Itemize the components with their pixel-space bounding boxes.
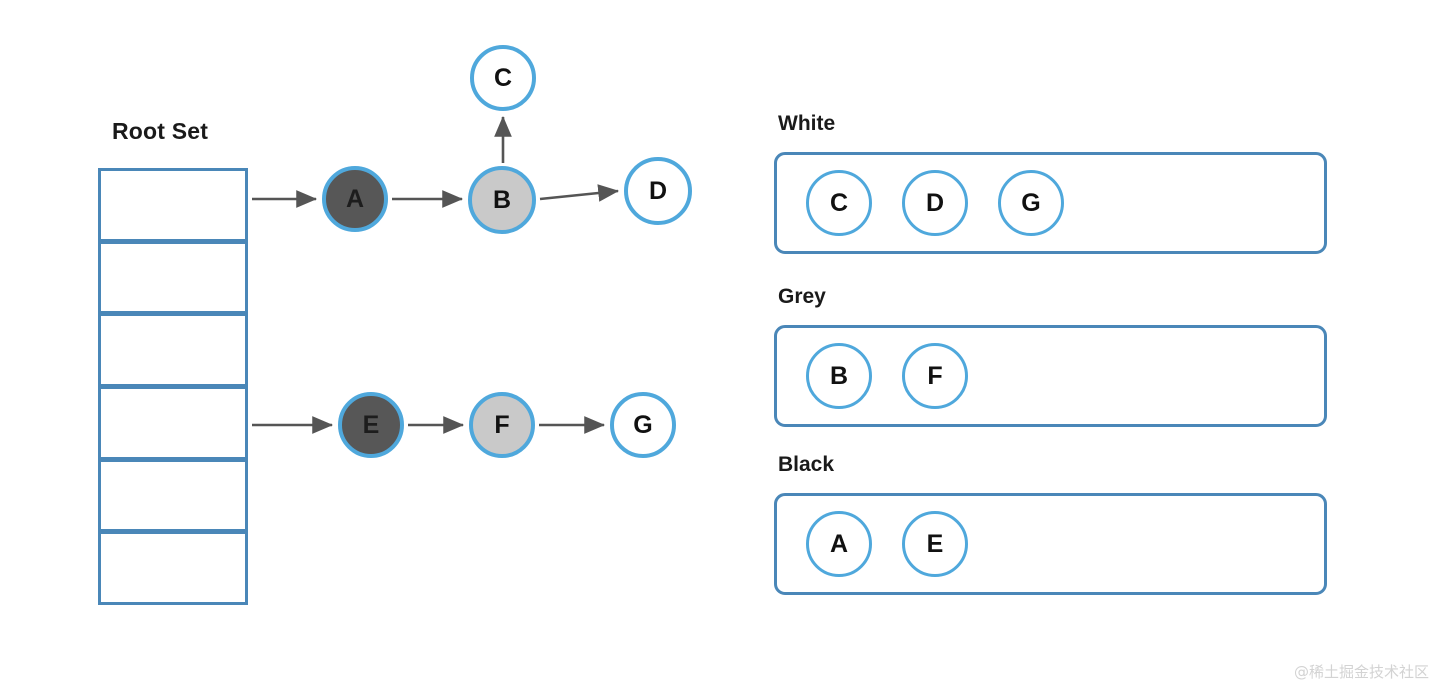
legend-group-black: Black A E xyxy=(774,453,1327,595)
legend-title-white: White xyxy=(778,112,836,135)
legend-group-grey: Grey B F xyxy=(774,285,1327,427)
graph-node-b[interactable]: B xyxy=(468,166,536,234)
legend-node-c[interactable]: C xyxy=(806,170,872,236)
legend-node-b[interactable]: B xyxy=(806,343,872,409)
graph-node-c[interactable]: C xyxy=(470,45,536,111)
legend-node-f[interactable]: F xyxy=(902,343,968,409)
root-set-cell-2[interactable] xyxy=(98,240,248,315)
legend-box-grey: B F xyxy=(774,325,1327,427)
root-set-cell-1[interactable] xyxy=(98,168,248,242)
root-set-cell-3[interactable] xyxy=(98,313,248,388)
legend-title-black: Black xyxy=(778,453,835,476)
graph-node-a[interactable]: A xyxy=(322,166,388,232)
graph-node-f[interactable]: F xyxy=(469,392,535,458)
graph-node-d[interactable]: D xyxy=(624,157,692,225)
legend-box-white: C D G xyxy=(774,152,1327,254)
root-set-title: Root Set xyxy=(112,118,209,144)
legend-node-e[interactable]: E xyxy=(902,511,968,577)
graph-node-g[interactable]: G xyxy=(610,392,676,458)
legend-node-g[interactable]: G xyxy=(998,170,1064,236)
root-set-table xyxy=(98,168,248,606)
legend-box-black: A E xyxy=(774,493,1327,595)
root-set-cell-6[interactable] xyxy=(98,531,248,606)
legend-group-white: White C D G xyxy=(774,112,1327,254)
watermark-text: @稀土掘金技术社区 xyxy=(1293,663,1429,681)
edge-b-to-d xyxy=(539,184,620,202)
graph-node-e[interactable]: E xyxy=(338,392,404,458)
legend-node-a[interactable]: A xyxy=(806,511,872,577)
legend-title-grey: Grey xyxy=(778,285,826,308)
root-set-cell-5[interactable] xyxy=(98,458,248,533)
legend-node-d[interactable]: D xyxy=(902,170,968,236)
root-set-cell-4[interactable] xyxy=(98,386,248,460)
